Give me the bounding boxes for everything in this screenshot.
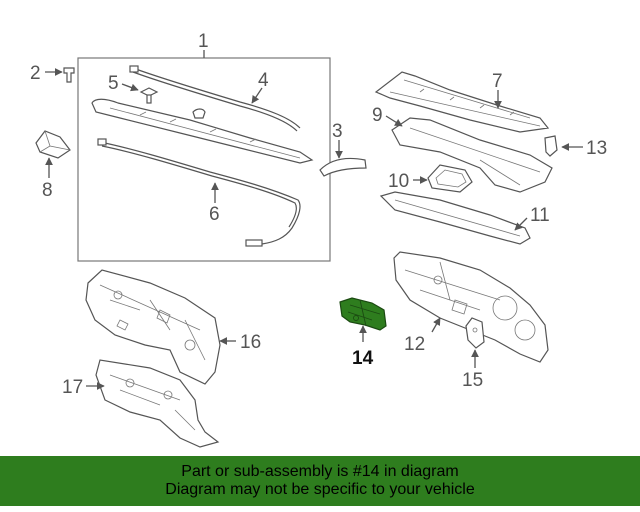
part-8-bracket[interactable] bbox=[35, 130, 71, 159]
banner-line-1: Part or sub-assembly is #14 in diagram bbox=[181, 463, 459, 480]
part-4-seal[interactable] bbox=[129, 65, 301, 132]
callout-3[interactable]: 3 bbox=[332, 121, 343, 142]
callout-11[interactable]: 11 bbox=[530, 205, 550, 226]
part-14-highlighted[interactable] bbox=[339, 297, 387, 331]
callout-7[interactable]: 7 bbox=[492, 71, 503, 92]
part-16-dash-panel[interactable] bbox=[85, 269, 221, 385]
part-15-bracket[interactable] bbox=[465, 317, 485, 349]
callout-14[interactable]: 14 bbox=[352, 348, 374, 369]
callout-15[interactable]: 15 bbox=[462, 370, 483, 391]
part-2-clip[interactable] bbox=[63, 67, 75, 83]
part-10-seal[interactable] bbox=[427, 164, 473, 193]
banner-line-2: Diagram may not be specific to your vehi… bbox=[165, 481, 475, 498]
callout-6[interactable]: 6 bbox=[209, 204, 220, 225]
callout-16[interactable]: 16 bbox=[240, 332, 261, 353]
callout-4[interactable]: 4 bbox=[258, 70, 269, 91]
part-9-lower-cowl[interactable] bbox=[391, 117, 553, 193]
part-12-dash-panel[interactable] bbox=[393, 251, 549, 363]
callout-17[interactable]: 17 bbox=[62, 377, 83, 398]
part-6-hose[interactable] bbox=[97, 138, 301, 247]
callout-8[interactable]: 8 bbox=[42, 180, 53, 201]
callout-1[interactable]: 1 bbox=[198, 31, 209, 52]
info-banner: Part or sub-assembly is #14 in diagram D… bbox=[0, 456, 640, 506]
parts-diagram: 1 2 4 5 6 8 3 bbox=[30, 31, 607, 448]
part-3-bracket[interactable] bbox=[319, 157, 367, 177]
callout-2[interactable]: 2 bbox=[30, 63, 41, 84]
callout-12[interactable]: 12 bbox=[404, 334, 425, 355]
part-11-brace[interactable] bbox=[379, 191, 531, 245]
part-13-clip[interactable] bbox=[544, 135, 558, 157]
callout-5[interactable]: 5 bbox=[108, 73, 119, 94]
callout-13[interactable]: 13 bbox=[586, 138, 607, 159]
part-5-pin[interactable] bbox=[139, 87, 159, 104]
part-1-cowl-panel[interactable] bbox=[91, 98, 314, 164]
part-17-insulator[interactable] bbox=[95, 359, 220, 448]
callout-10[interactable]: 10 bbox=[388, 171, 409, 192]
callout-9[interactable]: 9 bbox=[372, 105, 383, 126]
part-7-cowl-top[interactable] bbox=[374, 71, 550, 133]
